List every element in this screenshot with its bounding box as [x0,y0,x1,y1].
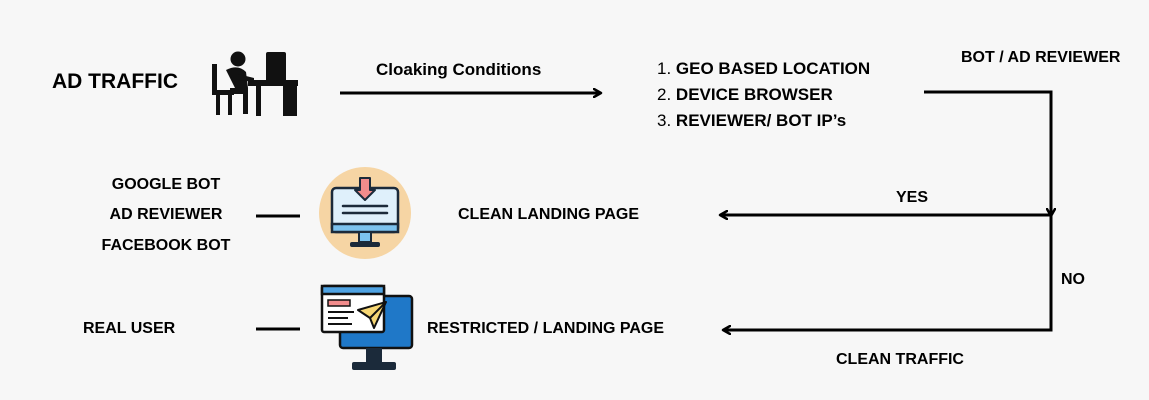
decision-label: BOT / AD REVIEWER [961,49,1121,66]
clean-traffic-label: CLEAN TRAFFIC [836,351,964,368]
audience-facebook-bot: FACEBOOK BOT [101,237,231,254]
monitor-download-icon [319,167,411,259]
restricted-landing-page-label: RESTRICTED / LANDING PAGE [427,320,665,337]
edge-label-cloaking-conditions: Cloaking Conditions [376,60,542,79]
condition-item: 3. REVIEWER/ BOT IP’s [657,111,847,130]
audience-ad-reviewer: AD REVIEWER [109,206,223,223]
audience-google-bot: GOOGLE BOT [111,176,221,193]
monitor-send-icon [320,284,414,370]
source-label: AD TRAFFIC [52,70,178,93]
condition-item: 2. DEVICE BROWSER [657,85,833,104]
audience-real-user: REAL USER [83,320,176,337]
conditions-list: 1. GEO BASED LOCATION 2. DEVICE BROWSER … [657,56,870,134]
arrow-no [723,216,1053,330]
condition-item: 1. GEO BASED LOCATION [657,59,871,78]
person-at-computer-icon [212,51,298,116]
arrow-to-decision [924,90,1051,216]
edge-label-yes: YES [896,189,929,206]
edge-label-no: NO [1061,271,1085,288]
clean-landing-page-label: CLEAN LANDING PAGE [458,206,640,223]
